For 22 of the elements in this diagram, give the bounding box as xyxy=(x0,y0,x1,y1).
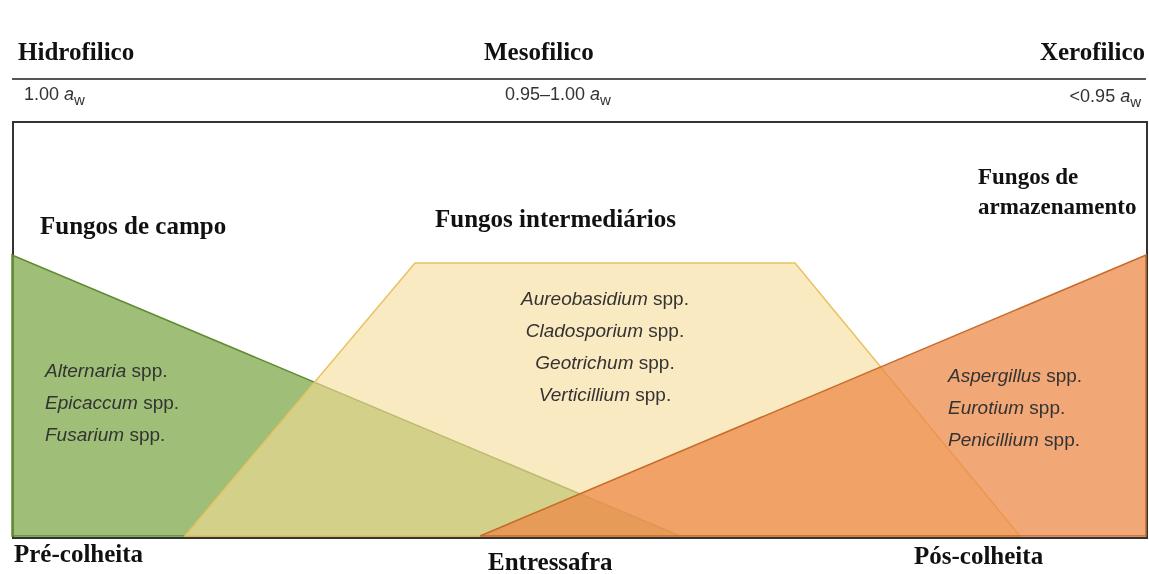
species-name: Aspergillus spp. xyxy=(948,365,1083,387)
zone-heading: Fungos de armazenamento xyxy=(978,163,1138,221)
stage-label: Pré-colheita xyxy=(14,540,144,568)
species-name: Verticillium spp. xyxy=(537,384,673,406)
axis-heading: Xerofilico xyxy=(1039,38,1145,66)
zone-heading: Fungos intermediários xyxy=(435,205,676,233)
water-activity-value: <0.95 a$_{w}$ xyxy=(1069,86,1141,110)
stage-label: Pós-colheita xyxy=(914,542,1044,570)
species-name: Fusarium spp. xyxy=(45,424,166,446)
water-activity-value: 0.95–1.00 a$_{w}$ xyxy=(505,84,611,108)
species-name: Eurotium spp. xyxy=(948,397,1066,419)
axis-heading: Mesofilico xyxy=(484,38,594,66)
species-name: Penicillium spp. xyxy=(948,429,1080,451)
species-name: Epicaccum spp. xyxy=(45,392,180,414)
species-name: Cladosporium spp. xyxy=(524,320,686,342)
zone-heading: Fungos de campo xyxy=(40,212,227,240)
water-activity-value: 1.00 a$_{w}$ xyxy=(24,84,85,108)
axis-heading: Hidrofilico xyxy=(18,38,135,66)
stage-label: Entressafra xyxy=(488,548,613,574)
species-name: Aureobasidium spp. xyxy=(519,288,690,310)
species-name: Alternaria spp. xyxy=(45,360,168,382)
species-name: Geotrichum spp. xyxy=(534,352,676,374)
